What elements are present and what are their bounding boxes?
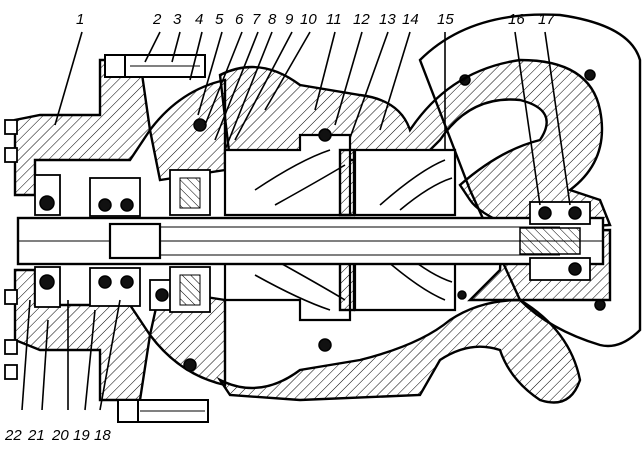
- ball-bearings: [34, 174, 591, 311]
- callout-7: 7: [252, 11, 261, 28]
- callout-8: 8: [268, 11, 277, 28]
- callout-5: 5: [215, 11, 224, 28]
- callout-20: 20: [51, 427, 69, 444]
- callout-22: 22: [4, 427, 22, 444]
- callout-4: 4: [195, 11, 203, 28]
- callout-1: 1: [76, 11, 84, 28]
- callout-21: 21: [27, 427, 45, 444]
- callout-18: 18: [94, 427, 111, 444]
- callout-17: 17: [538, 11, 555, 28]
- leader-lines: [21, 31, 571, 411]
- callout-3: 3: [173, 11, 182, 28]
- callout-14: 14: [402, 11, 419, 28]
- seal-components: [169, 118, 332, 372]
- pump-shaft: [16, 216, 605, 266]
- callout-9: 9: [285, 11, 294, 28]
- bearing-housing: [13, 58, 227, 402]
- callout-2: 2: [152, 11, 162, 28]
- callout-12: 12: [353, 11, 370, 28]
- callout-11: 11: [326, 11, 342, 28]
- callout-13: 13: [379, 11, 396, 28]
- callout-10: 10: [300, 11, 317, 28]
- callout-6: 6: [235, 11, 244, 28]
- callout-19: 19: [73, 427, 90, 444]
- callout-15: 15: [437, 11, 454, 28]
- callout-labels: 1 2 3 4 5 6 7 8 9 10 11 12 13 14 15 16 1…: [4, 11, 555, 444]
- flange-bolt-hole: [457, 290, 467, 300]
- flange-bolt-hole: [594, 299, 606, 311]
- housing-bolts: [4, 54, 209, 423]
- flange-bolt-hole: [584, 69, 596, 81]
- callout-16: 16: [508, 11, 525, 28]
